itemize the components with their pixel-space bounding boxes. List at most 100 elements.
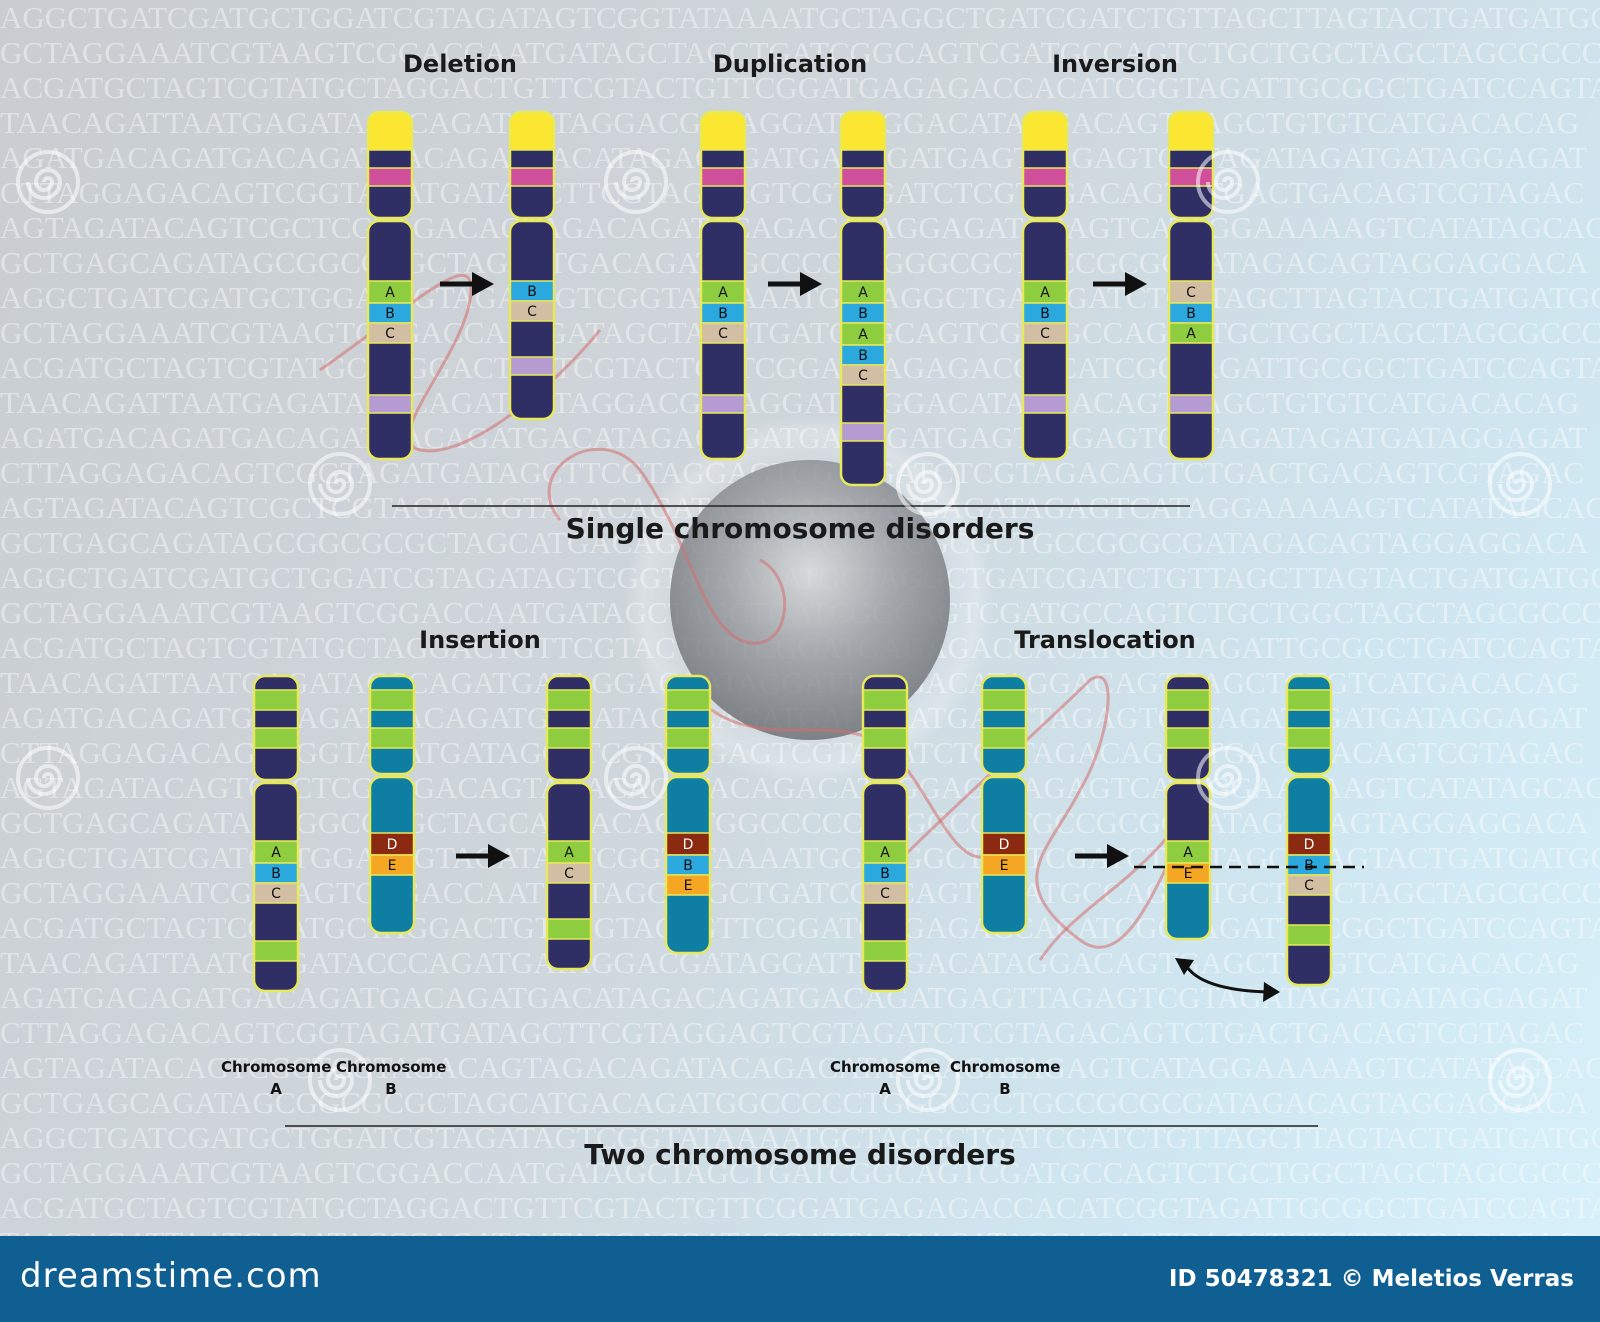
gene-label: A — [858, 327, 868, 343]
gene-band — [1023, 322, 1067, 344]
gene-label: E — [1184, 866, 1193, 882]
arrow-head — [1107, 844, 1129, 868]
gene-label: B — [858, 306, 868, 322]
chromosome-deletion-original-arm: ABC — [366, 219, 414, 461]
chromosome-band — [370, 727, 414, 749]
chromosome-band — [368, 112, 412, 151]
chromosome-band — [841, 167, 885, 187]
chromosome-outline — [980, 674, 1028, 776]
chromosome-outline — [366, 110, 414, 220]
chromosome-outline — [1164, 674, 1212, 782]
chromosome-insertion-b-arm: DE — [368, 775, 416, 935]
title-translocation: Translocation — [1014, 626, 1196, 654]
helix-strand — [319, 273, 602, 453]
chromosome-band — [863, 940, 907, 962]
gene-label: C — [527, 304, 537, 320]
chromosome-insertion-b-result-arm — [664, 674, 712, 776]
arrow-inversion — [1093, 272, 1147, 296]
chromosome-duplication-original-arm — [699, 110, 747, 220]
chromosome-outline — [252, 781, 300, 993]
gene-label: C — [718, 326, 728, 342]
chromosome-outline — [839, 110, 887, 220]
arrow-head — [800, 272, 822, 296]
gene-label: A — [1186, 326, 1196, 342]
chromosome-duplication-original: ABC — [699, 110, 747, 461]
chromosome-outline — [980, 775, 1028, 935]
gene-label: E — [388, 858, 397, 874]
chromosome-outline — [1285, 775, 1333, 987]
chromosome-outline — [368, 775, 416, 935]
chromosome-outline — [508, 110, 556, 220]
gene-label: B — [718, 306, 728, 322]
chromosome-outline — [699, 110, 747, 220]
chromosome-insertion-b-result: DBE — [664, 674, 712, 955]
chromosome-outline — [1285, 674, 1333, 776]
chromosome-band — [1165, 689, 1211, 711]
chromosome-insertion-a-result: AC — [545, 674, 593, 971]
section-title-single: Single chromosome disorders — [565, 512, 1035, 545]
arrow-duplication — [768, 272, 822, 296]
gene-label: C — [271, 886, 281, 902]
chromosome-outline — [545, 781, 593, 971]
gene-label: B — [880, 866, 890, 882]
chromosome-outline — [861, 674, 909, 782]
chromosome-inversion-original-arm — [1021, 110, 1069, 220]
chromosome-label-line: Chromosome — [950, 1058, 1061, 1076]
chromosome-band — [1165, 727, 1211, 749]
chromosome-deletion-original-arm — [366, 110, 414, 220]
chromosome-label-line: Chromosome — [336, 1058, 447, 1076]
footer-bar: dreamstime.com ID 50478321 © Meletios Ve… — [0, 1236, 1600, 1322]
chromosome-band — [666, 689, 710, 711]
chromosome-inversion-result-arm: CBA — [1167, 219, 1215, 461]
gene-label: A — [271, 845, 281, 861]
gene-label: C — [564, 866, 574, 882]
arrow-translocation — [1075, 844, 1129, 868]
chromosome-outline — [545, 674, 593, 782]
gene-band — [368, 322, 412, 344]
gene-label: A — [858, 285, 868, 301]
chromosome-duplication-result-arm — [839, 110, 887, 220]
chromosome-outline — [699, 219, 747, 461]
chromosome-outline — [664, 674, 712, 776]
chromosome-insertion-a-result-arm: AC — [545, 781, 593, 971]
chromosome-band — [547, 727, 591, 749]
chromosome-inversion-result-arm — [1167, 110, 1215, 220]
gene-label: E — [684, 878, 693, 894]
gene-label: B — [271, 866, 281, 882]
gene-label: C — [1040, 326, 1050, 342]
gene-label: A — [564, 845, 574, 861]
gene-band — [370, 854, 414, 876]
gene-band — [841, 364, 885, 386]
gene-label: A — [1040, 285, 1050, 301]
gene-label: B — [527, 284, 537, 300]
gene-label: C — [858, 368, 868, 384]
exchange-arrow-head — [1175, 958, 1194, 975]
footer-logo[interactable]: dreamstime.com — [20, 1256, 322, 1296]
chromosome-deletion-result-arm — [508, 110, 556, 220]
chromosome-translocation-a-result: AE — [1164, 674, 1212, 941]
section-title-two: Two chromosome disorders — [584, 1138, 1016, 1171]
chromosome-inversion-original-arm: ABC — [1021, 219, 1069, 461]
chromosome-label-line: A — [270, 1080, 282, 1098]
chromosome-insertion-a: ABC — [252, 674, 300, 993]
gene-band — [510, 300, 554, 322]
chromosome-label-line: B — [385, 1080, 397, 1098]
gene-band — [666, 874, 710, 896]
chromosome-band — [1169, 394, 1213, 414]
chromosome-band — [254, 940, 298, 962]
chromosome-band — [701, 112, 745, 151]
chromosome-band — [863, 727, 907, 749]
gene-label: B — [385, 306, 395, 322]
chromosome-insertion-b: DE — [368, 674, 416, 935]
gene-label: D — [1304, 837, 1315, 853]
chromosome-outline — [368, 674, 416, 776]
chromosome-outline — [861, 781, 909, 993]
chromosome-band — [863, 689, 907, 711]
title-inversion: Inversion — [1052, 50, 1178, 78]
gene-band — [1169, 322, 1213, 344]
gene-label: D — [683, 837, 694, 853]
chromosome-outline — [839, 219, 887, 487]
